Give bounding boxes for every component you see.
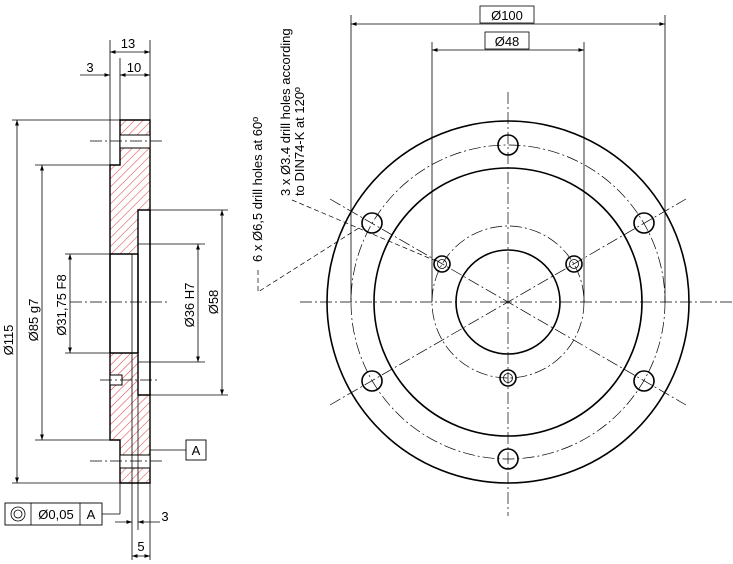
datum-box <box>185 439 207 461</box>
dim-flange-width: 10 <box>127 60 141 75</box>
tolerance-frame: Ø0,05 A <box>4 502 103 526</box>
drill-holes-3 <box>433 255 583 387</box>
side-section-view: 13 3 10 Ø115 Ø85 g7 Ø31,75 F8 Ø36 H7 Ø58… <box>1 36 228 560</box>
dia-100-label: Ø100 <box>491 8 523 23</box>
bore-circle <box>455 249 561 355</box>
note-drill-3-line1: 3 x Ø3.4 drill holes according <box>278 28 293 196</box>
datum-label: A <box>192 443 201 458</box>
upper-hole <box>119 134 151 149</box>
dia-recess-label: Ø36 H7 <box>182 283 197 328</box>
lower-hole <box>119 454 151 469</box>
concentricity-icon <box>10 506 26 522</box>
front-view: Ø100 Ø48 6 x Ø6,5 drill holes at 60º 3 x… <box>250 5 733 516</box>
tolerance-datum: A <box>87 507 96 522</box>
drill-holes-6 <box>361 134 655 470</box>
tolerance-value: Ø0,05 <box>38 507 73 522</box>
dia-48-label: Ø48 <box>495 34 520 49</box>
outer-circle <box>326 120 690 484</box>
dim-bottom-3: 3 <box>161 509 168 524</box>
dim-small-step: 3 <box>86 60 93 75</box>
dim-bottom-5: 5 <box>137 539 144 554</box>
dia-58-label: Ø58 <box>206 290 221 315</box>
dia-bore-label: Ø31,75 F8 <box>54 274 69 335</box>
pilot-circle <box>373 167 643 437</box>
dia-pilot-label: Ø85 g7 <box>26 299 41 342</box>
dia-outer-label: Ø115 <box>1 325 16 356</box>
note-drill-6: 6 x Ø6,5 drill holes at 60º <box>250 117 265 262</box>
dim-total-width: 13 <box>121 36 135 51</box>
note-drill-3-line2: to DIN74-K at 120º <box>292 87 307 196</box>
